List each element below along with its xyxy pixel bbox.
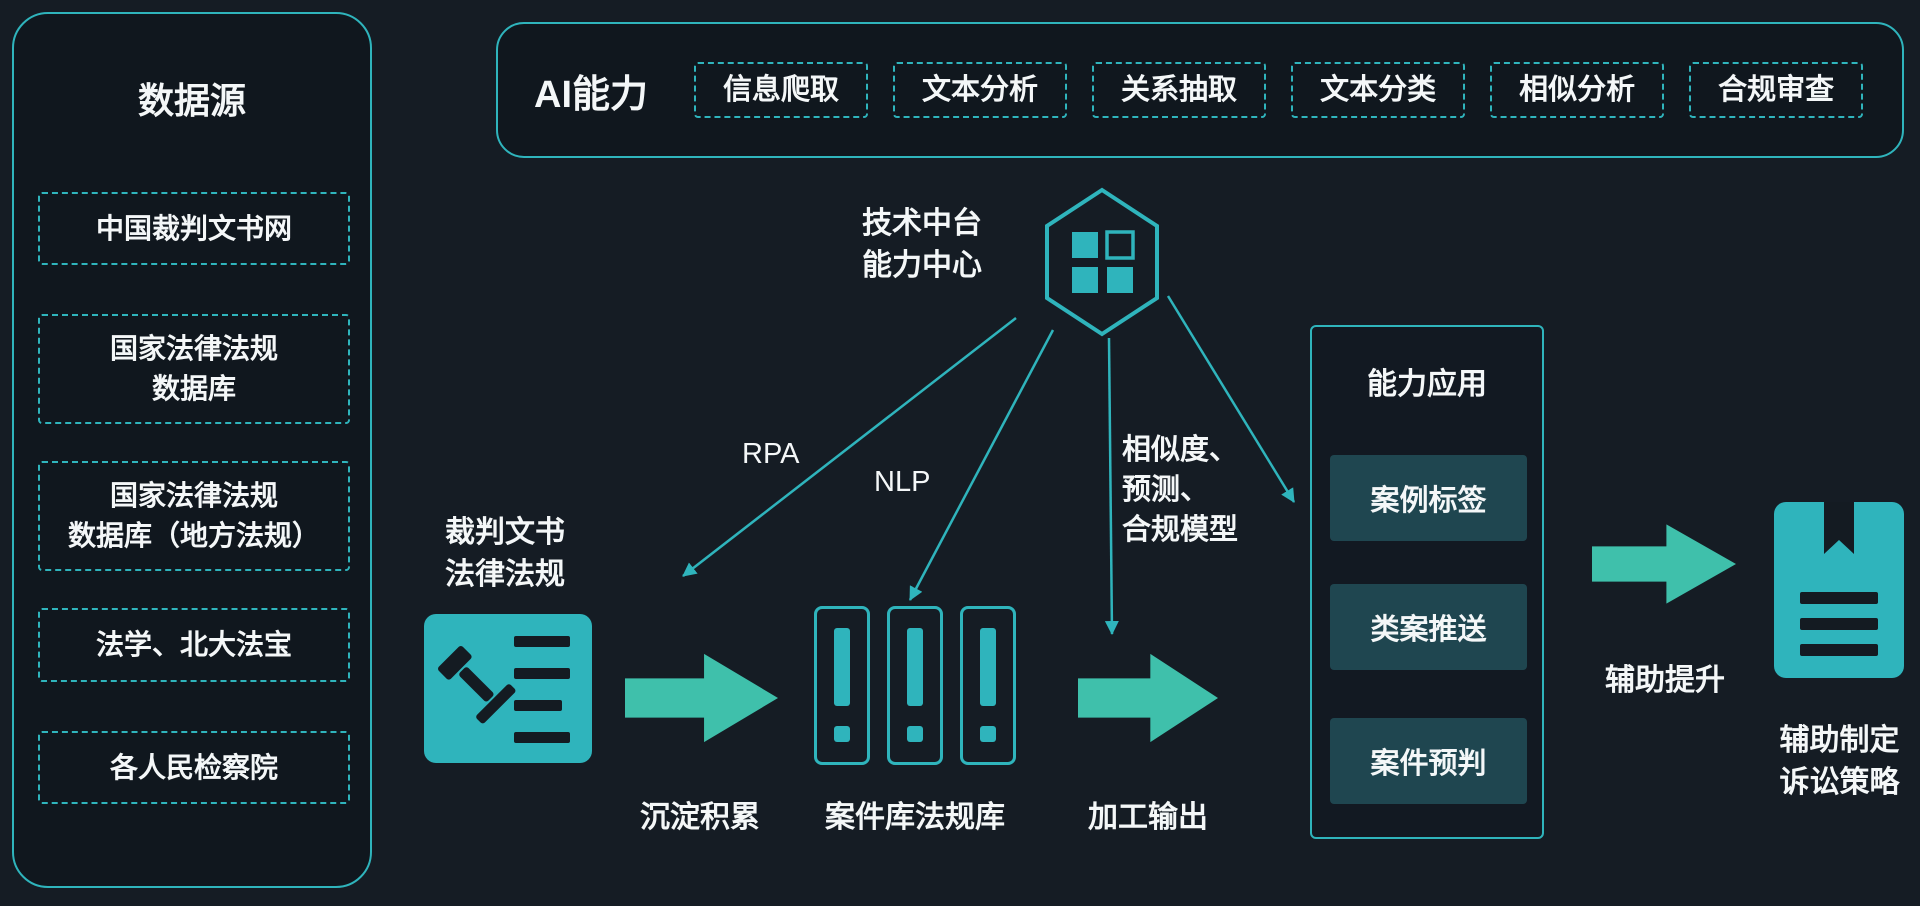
- ai-chip-compliance-review: 合规审查: [1689, 62, 1864, 118]
- capability-applications-box: 能力应用 案例标签 类案推送 案件预判: [1310, 325, 1544, 839]
- edge-label-nlp: NLP: [874, 466, 931, 498]
- platform-label: 技术中台 能力中心: [862, 207, 982, 282]
- app-item-similar-case-push: 类案推送: [1330, 584, 1527, 670]
- ai-bar-title: AI能力: [534, 73, 649, 116]
- platform-node: [1037, 187, 1167, 337]
- data-source-item-national-law-db: 国家法律法规 数据库: [38, 314, 350, 424]
- data-source-item-judgment-docs: 中国裁判文书网: [38, 192, 350, 265]
- flow-arrow-1: [625, 649, 778, 747]
- caption-accumulate: 沉淀积累: [640, 801, 760, 834]
- hexagon-grid-icon: [1045, 187, 1159, 337]
- edge-label-model: 相似度、 预测、 合规模型: [1122, 434, 1239, 546]
- caption-process-output: 加工输出: [1088, 801, 1208, 834]
- edge-label-rpa: RPA: [742, 438, 800, 470]
- ai-chip-similarity-analysis: 相似分析: [1490, 62, 1665, 118]
- judgment-document-gavel-icon: [422, 612, 594, 770]
- applications-title: 能力应用: [1367, 368, 1487, 401]
- ai-chip-text-analysis: 文本分析: [893, 62, 1068, 118]
- case-law-library-icon: [814, 606, 1016, 765]
- strategy-document-bookmark-icon: [1772, 500, 1906, 685]
- app-item-case-prediction: 案件预判: [1330, 718, 1527, 804]
- app-item-case-tagging: 案例标签: [1330, 455, 1527, 541]
- edge-rpa-line: [682, 317, 1017, 577]
- result-label: 辅助制定 诉讼策略: [1779, 724, 1900, 799]
- source-doc-label: 裁判文书 法律法规: [445, 516, 565, 591]
- data-sources-panel: 数据源 中国裁判文书网 国家法律法规 数据库 国家法律法规 数据库（地方法规） …: [12, 12, 372, 888]
- edge-model-line: [1104, 337, 1119, 635]
- data-source-item-pkulaw: 法学、北大法宝: [38, 608, 350, 682]
- data-source-item-local-law-db: 国家法律法规 数据库（地方法规）: [38, 461, 350, 571]
- book-spine-icon: [960, 606, 1016, 765]
- flow-arrow-3: [1592, 520, 1736, 608]
- book-spine-icon: [887, 606, 943, 765]
- book-spine-icon: [814, 606, 870, 765]
- ai-chip-relation-extraction: 关系抽取: [1092, 62, 1267, 118]
- flow-arrow-2: [1078, 649, 1218, 747]
- data-source-item-procuratorates: 各人民检察院: [38, 731, 350, 804]
- ai-capability-bar: AI能力 信息爬取 文本分析 关系抽取 文本分类 相似分析 合规审查: [496, 22, 1904, 158]
- ai-chip-info-crawling: 信息爬取: [694, 62, 869, 118]
- ai-chip-text-classification: 文本分类: [1291, 62, 1466, 118]
- caption-assist-improve: 辅助提升: [1605, 664, 1725, 697]
- data-sources-title: 数据源: [137, 80, 246, 121]
- edge-nlp-line: [908, 329, 1055, 601]
- caption-case-law-library: 案件库法规库: [825, 801, 1005, 834]
